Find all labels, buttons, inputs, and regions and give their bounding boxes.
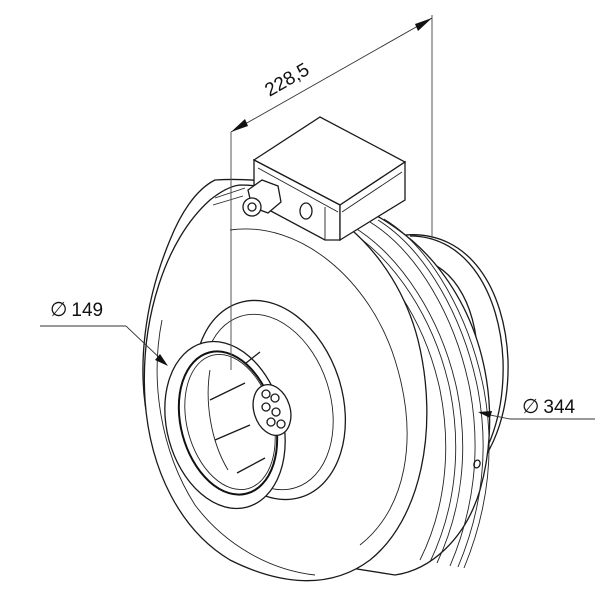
inlet-spigot bbox=[164, 340, 286, 510]
dimension-inlet-diameter-value: 149 bbox=[71, 300, 104, 321]
knockout-hole-icon bbox=[299, 202, 313, 220]
rivet-icon bbox=[473, 459, 481, 469]
impeller bbox=[207, 351, 266, 474]
dimension-inlet-diameter bbox=[40, 325, 168, 366]
dimension-inlet-diameter-label: ∅149 bbox=[50, 300, 103, 320]
dimension-outer-diameter-value: 344 bbox=[543, 397, 576, 418]
dimension-length bbox=[230, 15, 433, 370]
dimension-outer-diameter-label: ∅344 bbox=[522, 397, 575, 417]
dimension-outer-diameter bbox=[478, 411, 595, 420]
diameter-symbol-icon: ∅ bbox=[522, 396, 540, 418]
diameter-symbol-icon: ∅ bbox=[50, 299, 68, 321]
terminal-box bbox=[252, 116, 407, 242]
motor-hub bbox=[252, 384, 292, 436]
cable-gland bbox=[212, 179, 282, 217]
